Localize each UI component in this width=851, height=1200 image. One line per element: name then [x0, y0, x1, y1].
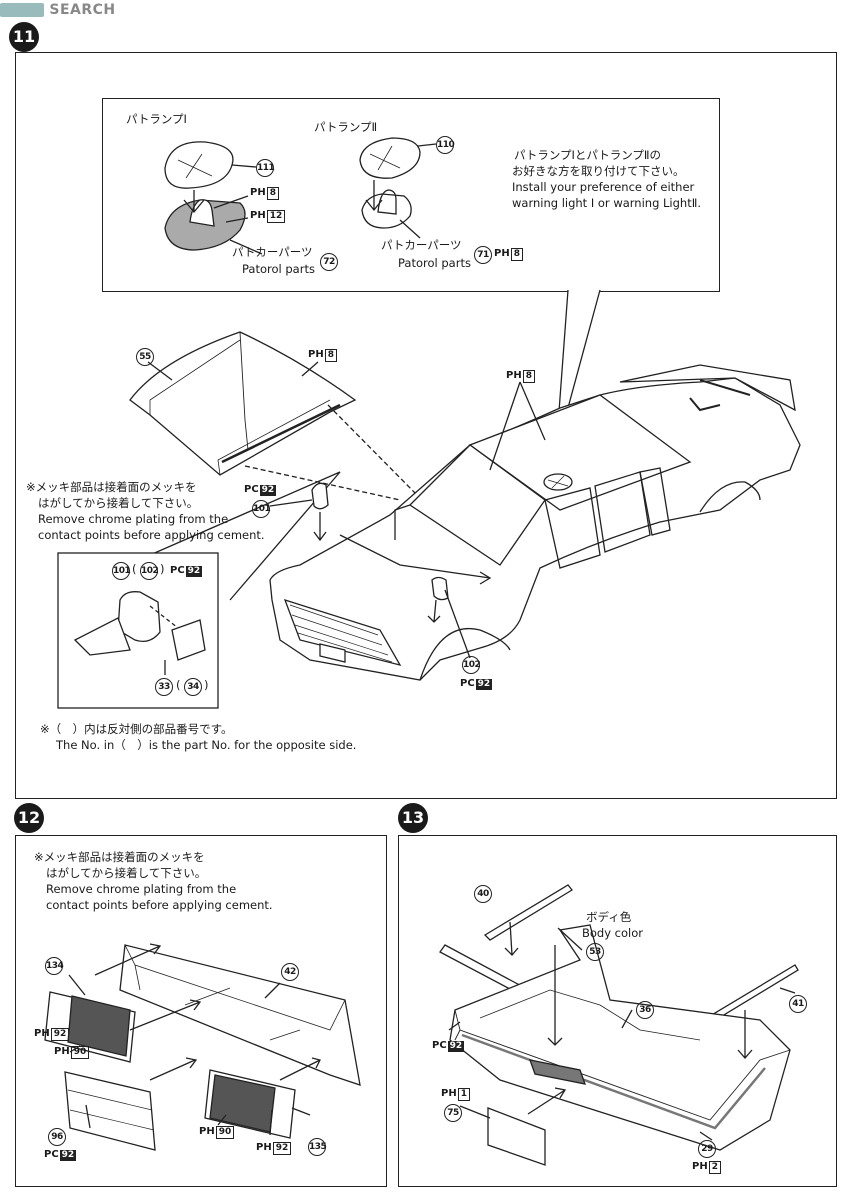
mirror-inset-paren-close: )	[160, 562, 165, 576]
step-12-frame	[15, 835, 387, 1187]
step12-chrome-note-jp-1: ※メッキ部品は接着面のメッキを	[34, 850, 205, 864]
part-55-label: 55	[136, 348, 154, 366]
part-53-label: 53	[586, 943, 604, 961]
part-101-label: 101	[252, 500, 271, 518]
step12-chrome-note-jp-2: はがしてから接着して下さい。	[46, 866, 207, 880]
part-110-label: 110	[436, 136, 455, 154]
watermark: SEARCH	[0, 2, 116, 18]
lamp-choice-note-jp-2: お好きな方を取り付けて下さい。	[512, 164, 685, 178]
mirror-inset-part-34: 34	[184, 678, 202, 696]
part-41-label: 41	[789, 995, 807, 1013]
mirror-inset-part-33: 33	[155, 678, 173, 696]
opposite-side-note-jp: ※（ ）内は反対側の部品番号です。	[40, 722, 233, 736]
lamp-choice-note-en-1: Install your preference of either	[512, 180, 695, 194]
opposite-side-note-en: The No. in（ ）is the part No. for the opp…	[56, 738, 357, 752]
chrome-note-en-2: contact points before applying cement.	[38, 528, 265, 542]
mirror-inset-paren-open-2: (	[176, 678, 181, 692]
step12-chrome-note-en-2: contact points before applying cement.	[46, 898, 273, 912]
patrol-parts-72-en: Patorol parts	[242, 262, 315, 276]
part-40-label: 40	[474, 885, 492, 903]
mirror-inset-paren-open: (	[132, 562, 137, 576]
step-11-frame	[15, 52, 837, 799]
part-102-label: 102	[462, 656, 481, 674]
body-color-en: Body color	[582, 926, 644, 940]
part-71-label: 71	[474, 246, 492, 264]
step-11-badge: 11	[9, 22, 39, 52]
part-29-label: 29	[698, 1140, 716, 1158]
part-42-label: 42	[281, 963, 299, 981]
part-111-label: 111	[256, 159, 275, 177]
lamp-2-title: パトランプⅡ	[314, 120, 378, 134]
chrome-note-en-1: Remove chrome plating from the	[38, 512, 229, 526]
part-135-label: 135	[308, 1138, 327, 1156]
body-color-jp: ボディ色	[586, 910, 632, 924]
patrol-parts-71-jp: パトカーパーツ	[381, 238, 462, 252]
patrol-parts-71-en: Patorol parts	[398, 256, 471, 270]
step12-chrome-note-en-1: Remove chrome plating from the	[46, 882, 237, 896]
chrome-note-jp-1: ※メッキ部品は接着面のメッキを	[26, 480, 197, 494]
lamp-choice-note-en-2: warning light I or warning LightⅡ.	[512, 196, 702, 210]
patrol-lamp-inset	[102, 98, 720, 292]
step-13-frame	[398, 835, 837, 1187]
mirror-inset-paren-close-2: )	[204, 678, 209, 692]
watermark-text: SEARCH	[49, 2, 116, 18]
step-12-badge: 12	[14, 803, 44, 833]
watermark-logo-icon	[0, 3, 44, 17]
part-75-label: 75	[444, 1104, 462, 1122]
step-13-badge: 13	[398, 803, 428, 833]
part-36-label: 36	[636, 1001, 654, 1019]
patrol-parts-72-jp: パトカーパーツ	[232, 245, 313, 259]
part-96-label: 96	[48, 1128, 66, 1146]
lamp-choice-note-jp-1: パトランプⅠとパトランプⅡの	[514, 148, 662, 162]
chrome-note-jp-2: はがしてから接着して下さい。	[38, 496, 199, 510]
lamp-1-title: パトランプⅠ	[126, 112, 187, 126]
mirror-inset-part-101: 101	[112, 562, 131, 580]
mirror-inset-part-102: 102	[140, 562, 159, 580]
part-72-label: 72	[320, 253, 338, 271]
part-134-label: 134	[45, 957, 64, 975]
